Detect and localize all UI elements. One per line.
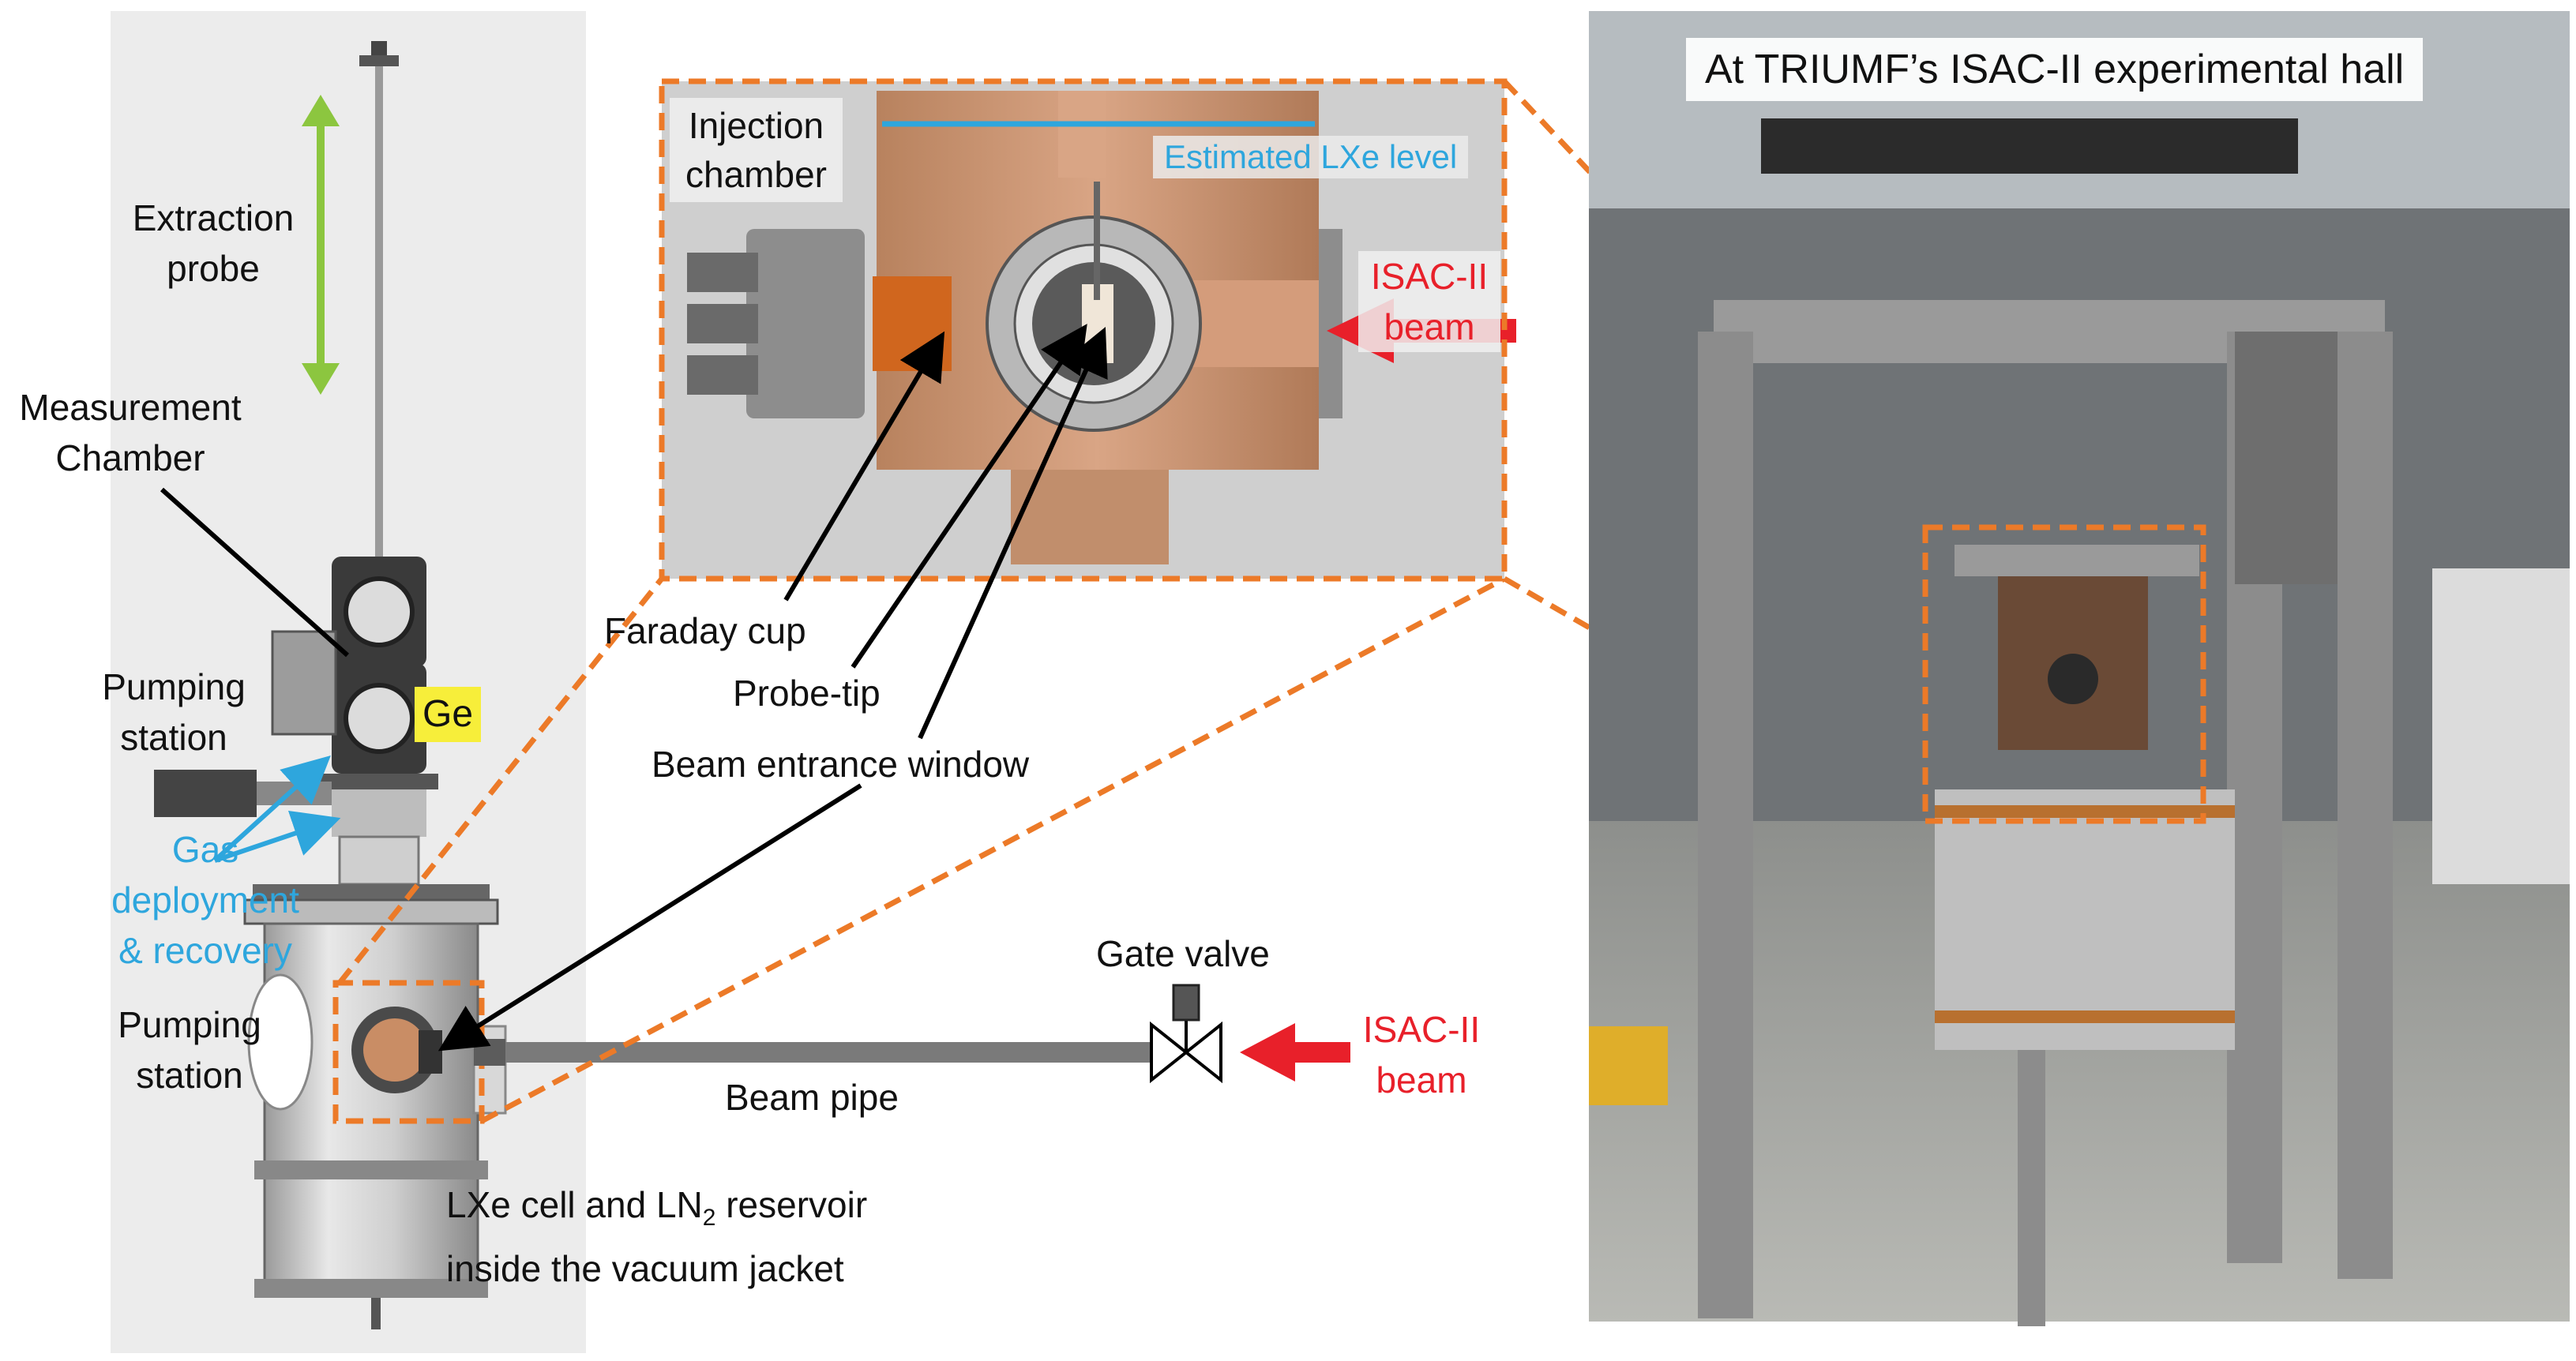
beam-pipe-flange xyxy=(474,1039,505,1066)
photo-highlight-box xyxy=(1922,524,2206,824)
gas-deployment-label: Gas deployment & recovery xyxy=(111,829,299,971)
dewar-window-detail xyxy=(351,1007,442,1093)
extraction-probe-drawing xyxy=(359,41,399,568)
ge-detector-label: Ge xyxy=(415,687,482,742)
extraction-probe-label: Extraction probe xyxy=(132,197,295,289)
upper-pumping-station-drawing xyxy=(154,630,337,817)
isac-beam-inset-label: ISAC-II beam xyxy=(1358,251,1500,352)
gas-arrows xyxy=(212,755,341,863)
estimated-lxe-level-label: Estimated LXe level xyxy=(1153,136,1469,178)
probe-travel-arrow xyxy=(302,95,340,395)
injection-chamber-label: Injection chamber xyxy=(670,98,843,202)
measurement-chamber-drawing xyxy=(320,557,438,837)
gate-valve-label: Gate valve xyxy=(1096,933,1270,974)
pumping-station-bottom-label: Pumping station xyxy=(118,1004,261,1096)
leader-lines-left xyxy=(160,487,862,1052)
beam-arrow-bottom xyxy=(1240,1023,1350,1082)
lxe-cell-label: LXe cell and LN2 reservoir inside the va… xyxy=(446,1184,868,1290)
beam-entrance-window-label: Beam entrance window xyxy=(652,744,1030,785)
inset-border xyxy=(659,78,1508,582)
beam-pipe-label: Beam pipe xyxy=(725,1077,899,1118)
measurement-chamber-label: Measurement Chamber xyxy=(19,387,242,478)
lab-photo xyxy=(1589,11,2570,1326)
gate-valve-symbol xyxy=(1150,984,1222,1084)
photo-title: At TRIUMF’s ISAC-II experimental hall xyxy=(1686,38,2424,101)
leader-lines-inset xyxy=(783,324,1108,740)
faraday-cup-label: Faraday cup xyxy=(604,610,806,651)
pumping-station-top-label: Pumping station xyxy=(102,666,246,758)
probe-tip-label: Probe-tip xyxy=(733,673,881,714)
isac-beam-bottom-label: ISAC-II beam xyxy=(1362,1009,1481,1100)
